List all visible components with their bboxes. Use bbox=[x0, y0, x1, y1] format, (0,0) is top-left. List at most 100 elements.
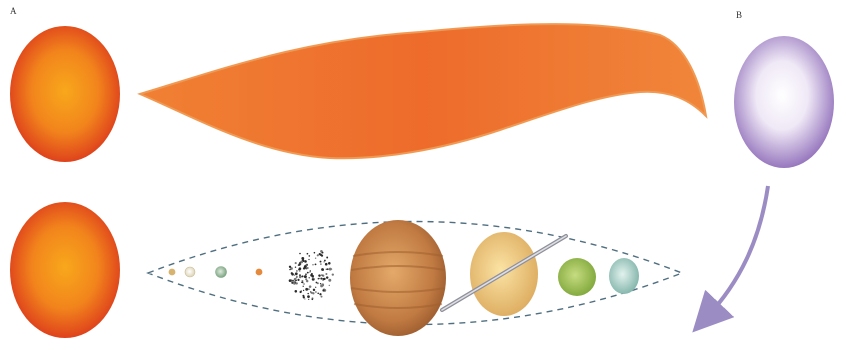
asteroid bbox=[310, 270, 311, 271]
asteroid bbox=[291, 281, 293, 283]
asteroid bbox=[325, 263, 328, 266]
panel-label-b: B bbox=[736, 10, 742, 20]
asteroid bbox=[306, 280, 308, 282]
asteroid bbox=[305, 273, 307, 275]
asteroid bbox=[325, 273, 327, 275]
asteroid bbox=[323, 261, 324, 262]
asteroid bbox=[317, 292, 319, 294]
asteroid bbox=[308, 259, 309, 260]
solar-filament bbox=[140, 24, 706, 158]
asteroid bbox=[322, 278, 324, 280]
asteroid bbox=[322, 289, 324, 291]
asteroid bbox=[320, 263, 322, 265]
asteroid bbox=[302, 295, 304, 297]
asteroid bbox=[316, 282, 318, 284]
asteroid bbox=[318, 278, 319, 279]
asteroid bbox=[301, 257, 304, 260]
asteroid bbox=[310, 291, 311, 292]
asteroid bbox=[303, 290, 304, 291]
sun-top bbox=[10, 26, 120, 162]
asteroid bbox=[289, 269, 290, 270]
asteroid bbox=[299, 267, 302, 270]
asteroid bbox=[298, 264, 299, 265]
asteroid bbox=[321, 274, 322, 275]
asteroid bbox=[295, 290, 298, 293]
asteroid bbox=[304, 265, 307, 268]
asteroid bbox=[311, 273, 313, 275]
asteroid bbox=[304, 275, 307, 278]
asteroid bbox=[294, 278, 297, 281]
asteroid bbox=[296, 270, 297, 271]
asteroid bbox=[312, 292, 314, 294]
planet-mercury bbox=[169, 269, 176, 276]
asteroid bbox=[307, 295, 310, 298]
asteroid bbox=[312, 278, 313, 279]
asteroid bbox=[295, 272, 298, 275]
asteroid bbox=[315, 291, 317, 293]
planet-jupiter bbox=[350, 220, 446, 336]
planet-mars bbox=[256, 269, 263, 276]
asteroid bbox=[314, 252, 316, 254]
asteroid bbox=[321, 296, 323, 298]
asteroid bbox=[319, 293, 321, 295]
asteroid bbox=[332, 273, 334, 275]
asteroid bbox=[301, 275, 303, 277]
asteroid bbox=[328, 279, 331, 282]
asteroid bbox=[309, 277, 310, 278]
asteroid bbox=[315, 258, 316, 259]
asteroid bbox=[295, 262, 297, 264]
asteroid bbox=[294, 275, 295, 276]
asteroid bbox=[319, 253, 321, 255]
asteroid bbox=[315, 287, 316, 288]
asteroid bbox=[299, 276, 302, 279]
asteroid bbox=[320, 283, 321, 284]
asteroid bbox=[326, 276, 328, 278]
motion-arrow bbox=[706, 186, 768, 318]
asteroid bbox=[291, 272, 293, 274]
asteroid bbox=[295, 266, 296, 267]
asteroid bbox=[313, 289, 315, 291]
asteroid bbox=[311, 275, 314, 278]
asteroid bbox=[293, 282, 296, 285]
asteroid bbox=[300, 260, 303, 263]
asteroid bbox=[322, 283, 325, 286]
asteroid bbox=[320, 278, 322, 280]
asteroid bbox=[303, 283, 305, 285]
asteroid bbox=[297, 279, 299, 281]
asteroid bbox=[304, 298, 305, 299]
asteroid-belt bbox=[289, 250, 334, 300]
asteroid bbox=[329, 285, 330, 286]
asteroid bbox=[324, 260, 326, 262]
asteroid bbox=[304, 260, 307, 263]
asteroid bbox=[320, 261, 322, 263]
asteroid bbox=[299, 270, 301, 272]
asteroid bbox=[311, 298, 313, 300]
asteroid bbox=[308, 288, 310, 290]
asteroid bbox=[307, 293, 308, 294]
planet-venus bbox=[185, 267, 195, 277]
asteroid bbox=[303, 286, 304, 287]
asteroid bbox=[289, 266, 291, 268]
planet-uranus bbox=[558, 258, 596, 296]
planet-earth bbox=[215, 266, 227, 278]
asteroid bbox=[302, 282, 304, 284]
asteroid bbox=[328, 262, 331, 265]
asteroid bbox=[307, 272, 309, 274]
asteroid bbox=[296, 276, 298, 278]
asteroid bbox=[295, 280, 296, 281]
panel-label-a: A bbox=[10, 6, 17, 16]
asteroid bbox=[315, 263, 317, 265]
asteroid bbox=[307, 253, 309, 255]
asteroid bbox=[327, 268, 329, 270]
asteroid bbox=[318, 274, 320, 276]
asteroid bbox=[317, 254, 319, 256]
planet-neptune bbox=[609, 258, 639, 294]
asteroid bbox=[308, 299, 309, 300]
asteroid bbox=[299, 253, 301, 255]
asteroid bbox=[308, 255, 310, 257]
sun-bottom bbox=[10, 202, 120, 338]
asteroid bbox=[326, 257, 328, 259]
asteroid bbox=[305, 288, 308, 291]
asteroid bbox=[326, 269, 327, 270]
